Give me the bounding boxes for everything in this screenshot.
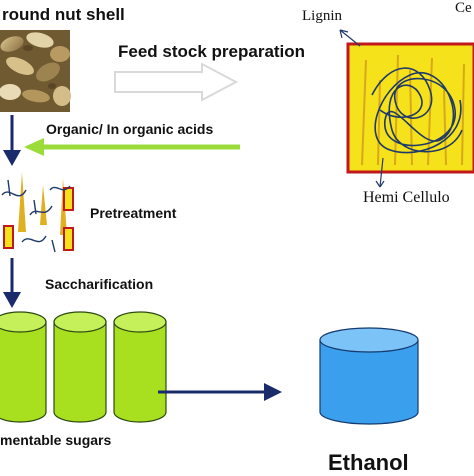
lignin-label: Lignin <box>302 8 342 24</box>
ethanol-label: Ethanol <box>328 450 409 475</box>
ethanol-arrow-icon <box>158 383 282 401</box>
hemicellulose-pointer-icon <box>375 157 385 188</box>
acid-arrow-icon <box>24 138 240 156</box>
down-arrow-2-icon <box>3 258 21 308</box>
hemicellulose-label: Hemi Cellulo <box>363 189 450 206</box>
lignin-pointer-icon <box>339 29 361 47</box>
peanut-shell-photo <box>0 30 71 112</box>
source-label: round nut shell <box>2 5 125 24</box>
acids-label: Organic/ In organic acids <box>46 121 214 137</box>
ethanol-cylinder <box>319 327 419 425</box>
sugars-label: mentable sugars <box>0 432 112 448</box>
sugar-cylinders <box>0 311 167 423</box>
saccharification-label: Saccharification <box>45 276 154 292</box>
down-arrow-1-icon <box>3 115 21 166</box>
pretreatment-label: Pretreatment <box>90 205 177 221</box>
lignocellulose-fiber-illustration <box>346 42 474 174</box>
feedstock-arrow <box>114 62 239 102</box>
cellulose-label: Ce <box>455 0 472 16</box>
feedstock-label: Feed stock preparation <box>118 42 306 61</box>
pretreated-fiber-icons <box>1 172 74 253</box>
